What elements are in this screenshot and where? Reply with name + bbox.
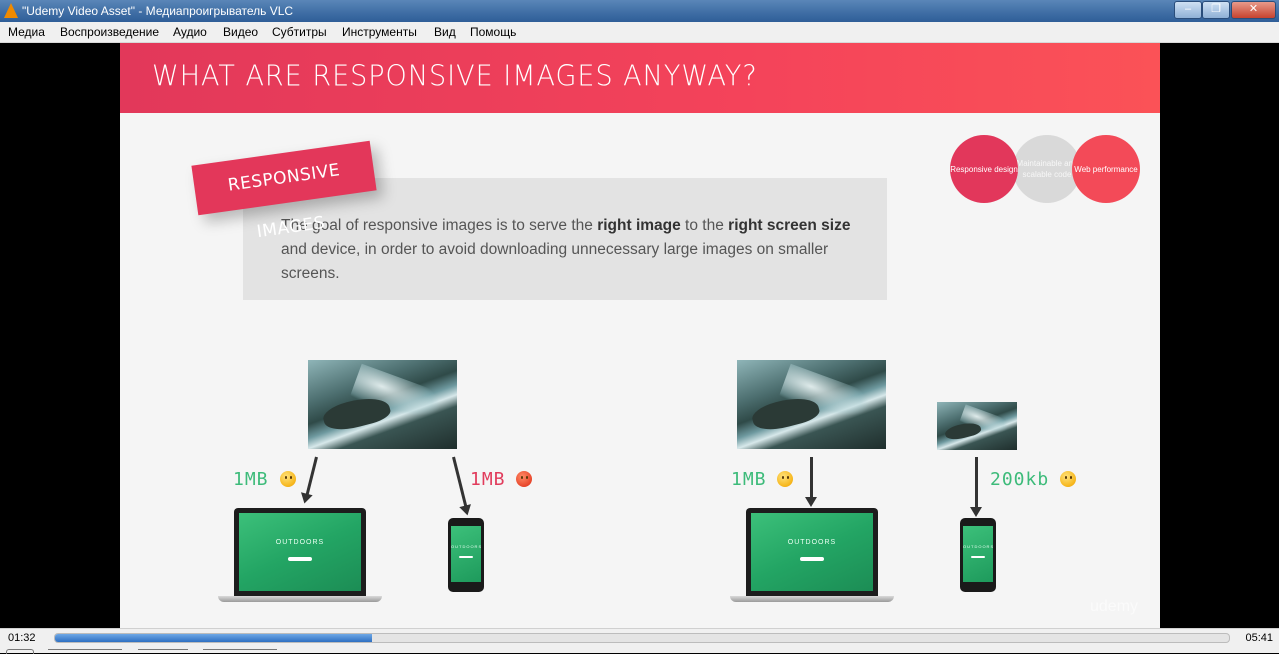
phone-device: OUTDOORS: [448, 518, 484, 592]
arrow-down: [805, 457, 817, 507]
seek-progress: [55, 634, 372, 642]
screen-heading: OUTDOORS: [451, 544, 483, 549]
screen-heading: OUTDOORS: [963, 544, 995, 549]
arrow-down: [305, 456, 318, 497]
vlc-cone-icon: [4, 3, 18, 18]
menu-tools[interactable]: Инструменты: [342, 25, 417, 39]
playlist-buttons[interactable]: [138, 649, 188, 654]
laptop-device: OUTDOORS: [730, 508, 894, 602]
smile-emoji-icon: [1060, 471, 1076, 487]
landscape-image-large: [308, 360, 457, 449]
definition-text: The goal of responsive images is to serv…: [281, 217, 851, 282]
extra-buttons[interactable]: [203, 649, 277, 654]
landscape-image-small: [937, 402, 1017, 450]
screen-button: [971, 556, 985, 558]
phone-screen: OUTDOORS: [451, 526, 481, 582]
phone-screen: OUTDOORS: [963, 526, 993, 582]
smile-emoji-icon: [777, 471, 793, 487]
minimize-button[interactable]: –: [1174, 1, 1202, 19]
slide-title: WHAT ARE RESPONSIVE IMAGES ANYWAY?: [152, 60, 758, 93]
size-label-right-laptop: 1MB: [731, 469, 767, 490]
transport-buttons[interactable]: [48, 649, 122, 654]
arrow-down: [970, 457, 982, 517]
screen-button: [459, 556, 473, 558]
circle-maintainable: Maintainable and scalable code: [1013, 135, 1081, 203]
laptop-base: [730, 596, 894, 602]
menu-media[interactable]: Медиа: [8, 25, 45, 39]
smile-emoji-icon: [280, 471, 296, 487]
laptop-screen: OUTDOORS: [751, 513, 873, 591]
screen-heading: OUTDOORS: [787, 539, 837, 546]
laptop-base: [218, 596, 382, 602]
circle-responsive-design: Responsive design: [950, 135, 1018, 203]
circle-web-performance: Web performance: [1072, 135, 1140, 203]
menu-bar: Медиа Воспроизведение Аудио Видео Субтит…: [0, 22, 1279, 43]
current-time: 01:32: [8, 632, 36, 644]
restore-button[interactable]: ❐: [1202, 1, 1230, 19]
seek-bar[interactable]: [54, 633, 1230, 643]
slide-banner: WHAT ARE RESPONSIVE IMAGES ANYWAY?: [120, 43, 1160, 113]
definition-box: The goal of responsive images is to serv…: [243, 178, 887, 300]
menu-view[interactable]: Вид: [434, 25, 456, 39]
player-controls: 01:32 05:41: [0, 628, 1279, 654]
menu-playback[interactable]: Воспроизведение: [60, 25, 160, 39]
menu-audio[interactable]: Аудио: [173, 25, 207, 39]
menu-video[interactable]: Видео: [223, 25, 259, 39]
video-frame-slide: WHAT ARE RESPONSIVE IMAGES ANYWAY? RESPO…: [120, 43, 1160, 628]
size-label-left-laptop: 1MB: [233, 469, 269, 490]
size-label-right-phone: 200kb: [990, 469, 1050, 490]
screen-heading: OUTDOORS: [275, 539, 325, 546]
angry-emoji-icon: [516, 471, 532, 487]
phone-device: OUTDOORS: [960, 518, 996, 592]
menu-help[interactable]: Помощь: [470, 25, 517, 39]
screen-button: [800, 557, 824, 561]
close-button[interactable]: ✕: [1231, 1, 1276, 19]
screen-button: [288, 557, 312, 561]
udemy-watermark: udemy: [1090, 598, 1139, 615]
laptop-device: OUTDOORS: [218, 508, 382, 602]
laptop-screen: OUTDOORS: [239, 513, 361, 591]
size-label-left-phone: 1MB: [470, 469, 506, 490]
total-time[interactable]: 05:41: [1245, 632, 1273, 644]
menu-subtitles[interactable]: Субтитры: [272, 25, 327, 39]
window-title: "Udemy Video Asset" - Медиапроигрыватель…: [22, 4, 294, 18]
landscape-image-large: [737, 360, 886, 449]
window-titlebar: "Udemy Video Asset" - Медиапроигрыватель…: [0, 0, 1279, 22]
arrow-down: [452, 456, 468, 508]
